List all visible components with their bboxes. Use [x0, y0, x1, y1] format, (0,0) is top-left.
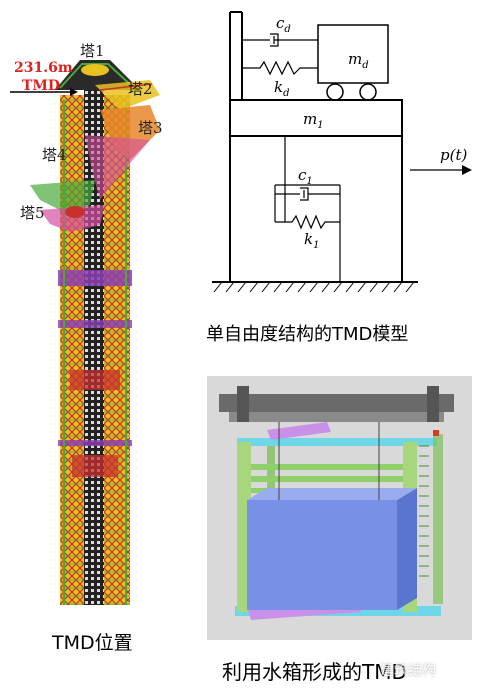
- k1-symbol: k1: [304, 230, 320, 251]
- wheel-icon: [326, 83, 344, 101]
- md-symbol: md: [348, 50, 369, 71]
- water-tank-tmd-figure: 利用水箱形成的TMD 建筑结构: [200, 370, 493, 691]
- tower-band: [58, 320, 132, 328]
- tower-model-drawing: [10, 60, 160, 605]
- tower5-label: 塔5: [20, 204, 45, 222]
- tower3-label: 塔3: [138, 119, 163, 137]
- wheel-icon: [359, 83, 377, 101]
- tower-band: [58, 270, 132, 286]
- tower-caption: TMD位置: [52, 632, 133, 654]
- tower-band: [58, 440, 132, 446]
- water-tank-caption: 利用水箱形成的TMD: [222, 660, 407, 684]
- upper-brace: [237, 438, 437, 446]
- tower4-platform: [30, 180, 95, 215]
- tower4-label: 塔4: [42, 146, 67, 164]
- tower5-platform: [40, 205, 105, 232]
- spring-k1-icon: [275, 214, 340, 230]
- water-tank-rendering: [207, 376, 472, 640]
- sdof-tmd-model-figure: cd kd md m1 c1 k1 p(t) 单自由度结构的TMD模型: [200, 0, 493, 350]
- tmd-tag: TMD: [22, 78, 61, 94]
- m1-symbol: m1: [303, 110, 324, 131]
- md-mass-block: [317, 24, 389, 84]
- m1-mass-block: [229, 99, 403, 137]
- water-tank: [247, 500, 397, 610]
- cd-symbol: cd: [276, 14, 291, 35]
- top-beam: [219, 394, 454, 412]
- spring-kd-icon: [242, 60, 318, 76]
- tower1-label: 塔1: [80, 42, 105, 60]
- tower2-platform: [95, 80, 160, 110]
- tower-model-figure: 塔1 塔2 塔3 塔4 塔5 231.6m TMD TMD位置: [0, 0, 200, 680]
- watermark: 建筑结构: [380, 663, 436, 679]
- sdof-caption: 单自由度结构的TMD模型: [206, 324, 409, 345]
- elevation-label: 231.6m: [14, 60, 73, 76]
- tower2-label: 塔2: [128, 80, 153, 98]
- kd-symbol: kd: [274, 78, 290, 99]
- sdof-model-drawing: [212, 11, 472, 293]
- c1-symbol: c1: [298, 166, 313, 187]
- force-symbol: p(t): [440, 146, 468, 164]
